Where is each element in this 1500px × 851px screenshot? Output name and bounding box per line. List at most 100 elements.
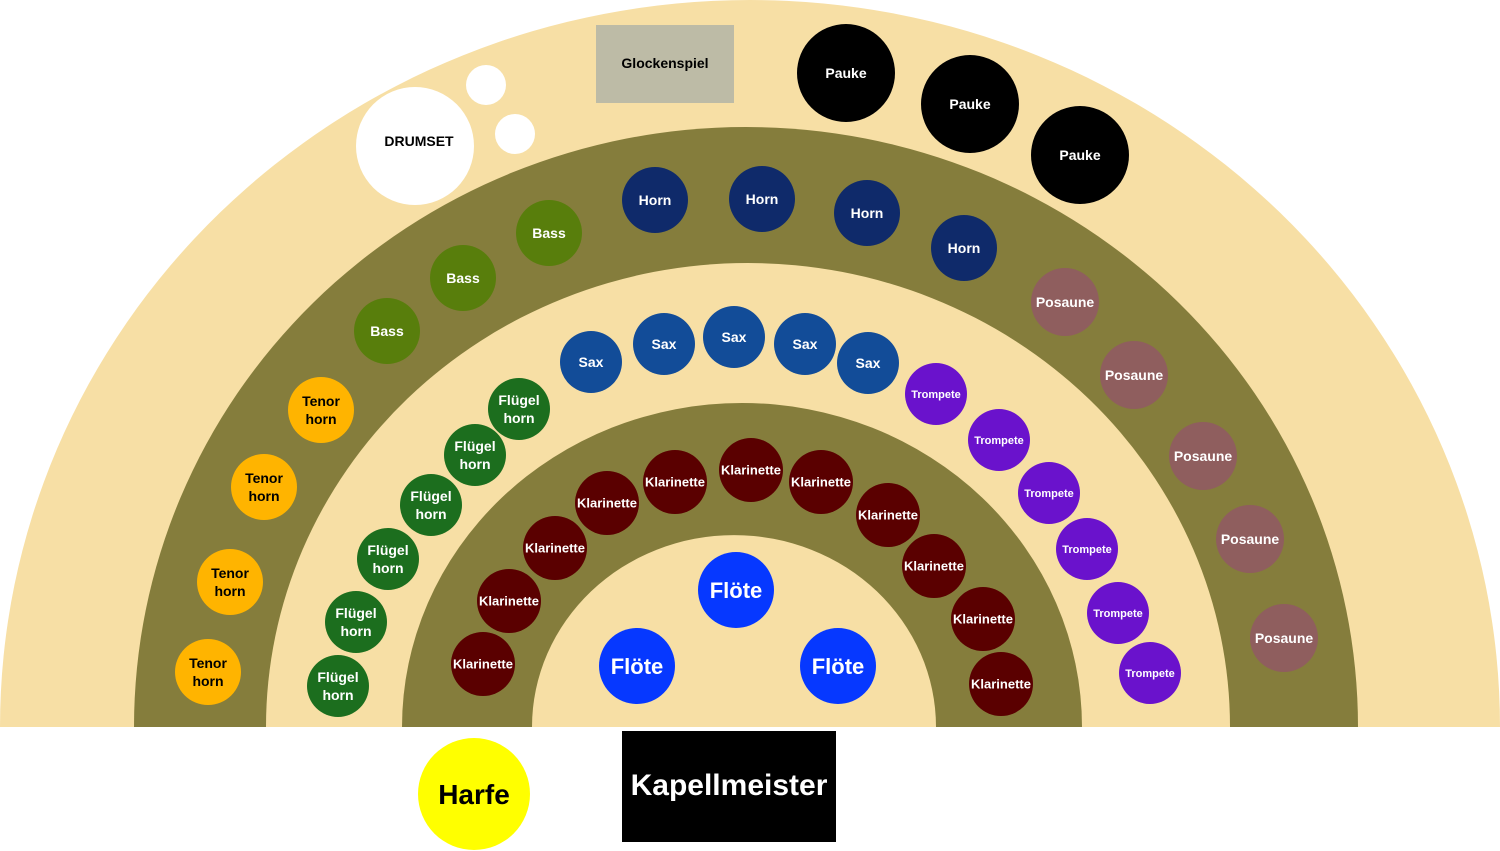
fluegelhorn-seat-circle — [488, 378, 550, 440]
posaune-seat-circle — [1250, 604, 1318, 672]
posaune-label: Posaune — [1255, 630, 1314, 646]
klarinette-seat-circle — [856, 483, 920, 547]
fluegelhorn-label: horn — [340, 623, 371, 639]
klarinette-seat: Klarinette — [451, 632, 515, 696]
trompete-label: Trompete — [1024, 488, 1074, 500]
bass-seat: Bass — [354, 298, 420, 364]
horn-label: Horn — [948, 240, 981, 256]
trompete-label: Trompete — [1093, 608, 1143, 620]
klarinette-seat-circle — [523, 516, 587, 580]
sax-seat: Sax — [633, 313, 695, 375]
klarinette-seat: Klarinette — [523, 516, 587, 580]
fluegelhorn-seat-circle — [325, 591, 387, 653]
horn-seat-circle — [931, 215, 997, 281]
fluegelhorn-seat-circle — [400, 474, 462, 536]
fluegelhorn-seat-circle — [444, 424, 506, 486]
trompete-seat: Trompete — [1056, 518, 1118, 580]
sax-seat: Sax — [837, 332, 899, 394]
bass-seat: Bass — [516, 200, 582, 266]
sax-label: Sax — [856, 355, 881, 371]
pauke-seat: Pauke — [1031, 106, 1129, 204]
klarinette-seat: Klarinette — [789, 450, 853, 514]
posaune-seat-circle — [1100, 341, 1168, 409]
tenorhorn-label: horn — [305, 411, 336, 427]
klarinette-label: Klarinette — [791, 475, 851, 490]
tenorhorn-label: horn — [192, 673, 223, 689]
posaune-label: Posaune — [1105, 367, 1164, 383]
pauke-seat-circle — [1031, 106, 1129, 204]
klarinette-seat-circle — [719, 438, 783, 502]
harfe: Harfe — [418, 738, 530, 850]
floete-seat: Flöte — [599, 628, 675, 704]
sax-label: Sax — [793, 336, 818, 352]
floete-label: Flöte — [611, 654, 664, 679]
pauke-seat: Pauke — [797, 24, 895, 122]
fluegelhorn-label: Flügel — [410, 488, 451, 504]
pauke-seat-circle — [921, 55, 1019, 153]
klarinette-label: Klarinette — [479, 594, 539, 609]
horn-seat: Horn — [931, 215, 997, 281]
klarinette-seat-circle — [789, 450, 853, 514]
posaune-seat-circle — [1216, 505, 1284, 573]
fluegelhorn-label: horn — [415, 506, 446, 522]
sax-seat-circle — [703, 306, 765, 368]
klarinette-seat-circle — [451, 632, 515, 696]
drumset-small-drum — [495, 114, 535, 154]
glockenspiel-box — [596, 25, 734, 103]
fluegelhorn-seat: Flügel horn — [357, 528, 419, 590]
klarinette-label: Klarinette — [971, 677, 1031, 692]
harfe-seat — [418, 738, 530, 850]
posaune-label: Posaune — [1174, 448, 1233, 464]
horn-seat-circle — [729, 166, 795, 232]
horn-seat: Horn — [729, 166, 795, 232]
sax-seat: Sax — [560, 331, 622, 393]
fluegelhorn-label: Flügel — [367, 542, 408, 558]
klarinette-label: Klarinette — [721, 463, 781, 478]
fluegelhorn-label: horn — [503, 410, 534, 426]
tenorhorn-seat-circle — [175, 639, 241, 705]
klarinette-label: Klarinette — [904, 559, 964, 574]
posaune-seat: Posaune — [1216, 505, 1284, 573]
sax-label: Sax — [652, 336, 677, 352]
trompete-seat-circle — [968, 409, 1030, 471]
klarinette-label: Klarinette — [858, 508, 918, 523]
horn-seat-circle — [622, 167, 688, 233]
tenorhorn-label: Tenor — [302, 393, 340, 409]
klarinette-label: Klarinette — [577, 496, 637, 511]
kapellmeister: Kapellmeister — [622, 731, 836, 842]
klarinette-seat-circle — [477, 569, 541, 633]
trompete-seat-circle — [1087, 582, 1149, 644]
trompete-seat: Trompete — [905, 363, 967, 425]
fluegelhorn-label: horn — [372, 560, 403, 576]
klarinette-seat: Klarinette — [575, 471, 639, 535]
klarinette-seat-circle — [951, 587, 1015, 651]
floete-seat: Flöte — [800, 628, 876, 704]
trompete-seat-circle — [1018, 462, 1080, 524]
floete-seat-circle — [698, 552, 774, 628]
tenorhorn-seat-circle — [288, 377, 354, 443]
trompete-seat: Trompete — [1087, 582, 1149, 644]
sax-seat-circle — [774, 313, 836, 375]
floete-seat-circle — [800, 628, 876, 704]
klarinette-seat: Klarinette — [643, 450, 707, 514]
trompete-seat: Trompete — [968, 409, 1030, 471]
posaune-seat-circle — [1169, 422, 1237, 490]
posaune-label: Posaune — [1221, 531, 1280, 547]
tenorhorn-seat-circle — [197, 549, 263, 615]
glockenspiel-label: Glockenspiel — [621, 55, 708, 71]
glockenspiel: Glockenspiel — [596, 25, 734, 103]
trompete-label: Trompete — [911, 389, 961, 401]
klarinette-seat-circle — [575, 471, 639, 535]
sax-seat: Sax — [703, 306, 765, 368]
pauke-label: Pauke — [825, 65, 866, 81]
trompete-seat-circle — [1056, 518, 1118, 580]
horn-label: Horn — [851, 205, 884, 221]
sax-label: Sax — [722, 329, 747, 345]
